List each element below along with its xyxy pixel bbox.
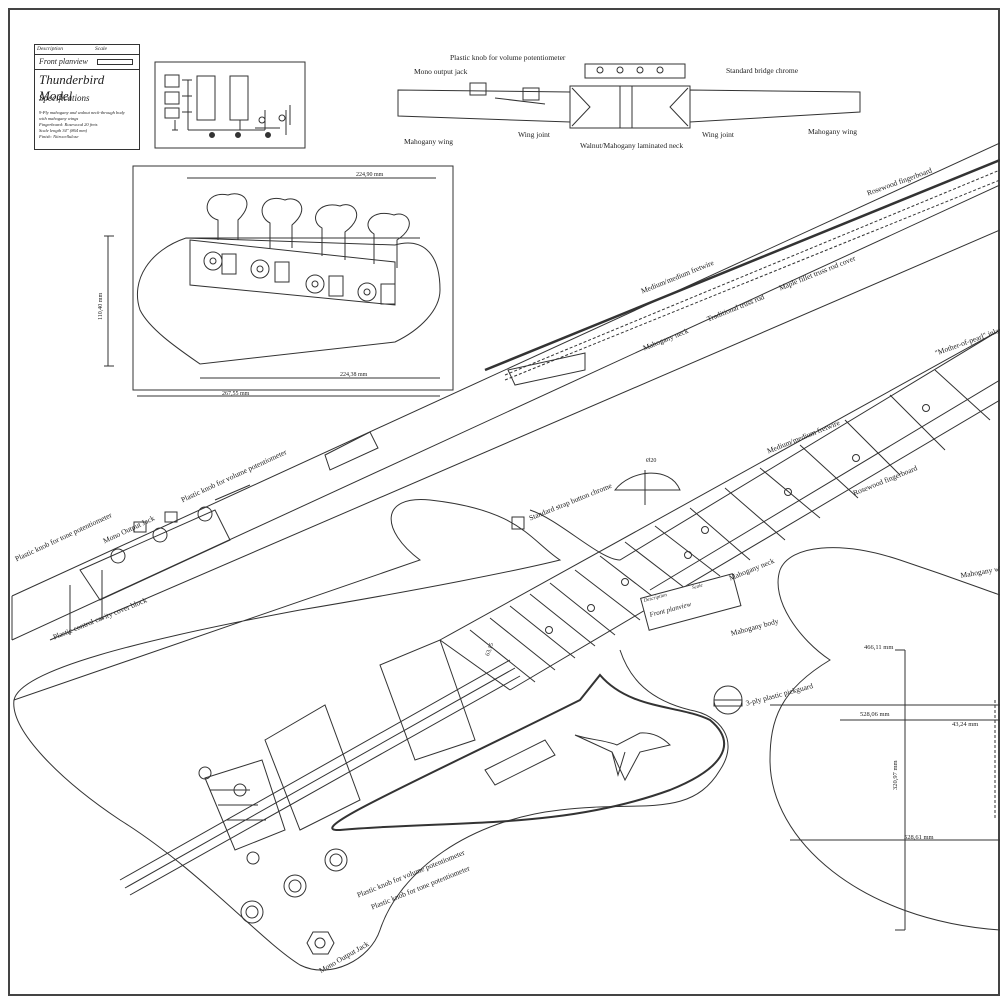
- label-plastic-knob-volume: Plastic knob for volume potentiometer: [450, 53, 566, 62]
- spec-line: 9-Ply mahogany and walnut neck-through b…: [39, 110, 125, 115]
- dim-headstock-total: 267,55 mm: [222, 391, 250, 397]
- dim-headstock-bottom: 224,38 mm: [340, 372, 368, 378]
- label-mahogany-wing-left: Mahogany wing: [404, 137, 453, 146]
- model-title: Thunderbird Model: [39, 72, 105, 103]
- pickguard-outline: [331, 673, 726, 832]
- spec-line: Scale length 34" (864 mm): [39, 128, 88, 133]
- sheet-frame: [8, 8, 1000, 996]
- specs-heading: Specifications: [39, 93, 90, 103]
- dim-43: 43,24 mm: [952, 721, 979, 728]
- dim-vertical: 320,97 mm: [892, 760, 899, 790]
- label-wing-joint-left: Wing joint: [518, 130, 550, 139]
- dim-528b: 528,61 mm: [904, 834, 934, 841]
- label-strap-dim: Ø20: [646, 458, 657, 464]
- side-view: [397, 63, 861, 129]
- dim-headstock-top: 224,90 mm: [356, 172, 384, 178]
- scale-bar: [97, 59, 133, 65]
- thunderbird-emblem: [574, 732, 671, 782]
- label-mahogany-wing-right: Mahogany wing: [808, 127, 857, 136]
- scale-header: Scale: [95, 46, 107, 52]
- dim-466: 466,11 mm: [864, 644, 894, 651]
- fret-lines: [469, 369, 991, 683]
- view-name: Front planview: [39, 57, 88, 66]
- title-block: Description Scale Front planview Thunder…: [34, 44, 140, 150]
- front-body: [13, 329, 1000, 971]
- label-mono-output-jack: Mono output jack: [414, 67, 468, 76]
- view-name: Front planview: [648, 600, 693, 619]
- label-wing-joint-right: Wing joint: [702, 130, 734, 139]
- label-laminated-neck: Walnut/Mahogany laminated neck: [580, 141, 684, 150]
- body-view-right: [769, 547, 1000, 931]
- spec-line: Finish: Nitrocellulose: [39, 134, 79, 139]
- tuner-group: [203, 193, 410, 305]
- wiring-schematic: [154, 61, 306, 149]
- spec-line: with mahogany wings: [39, 116, 79, 121]
- scale-header: Scale: [691, 583, 704, 592]
- label-standard-bridge: Standard bridge chrome: [726, 66, 799, 75]
- back-view-neck: [11, 142, 1000, 641]
- dim-528a: 528,06 mm: [860, 711, 890, 718]
- dim-headstock-height: 110,40 mm: [98, 292, 104, 320]
- description-header: Description: [37, 46, 63, 52]
- spec-line: Fingerboard: Rosewood 20 frets: [39, 122, 98, 127]
- headstock-detail: [104, 165, 454, 397]
